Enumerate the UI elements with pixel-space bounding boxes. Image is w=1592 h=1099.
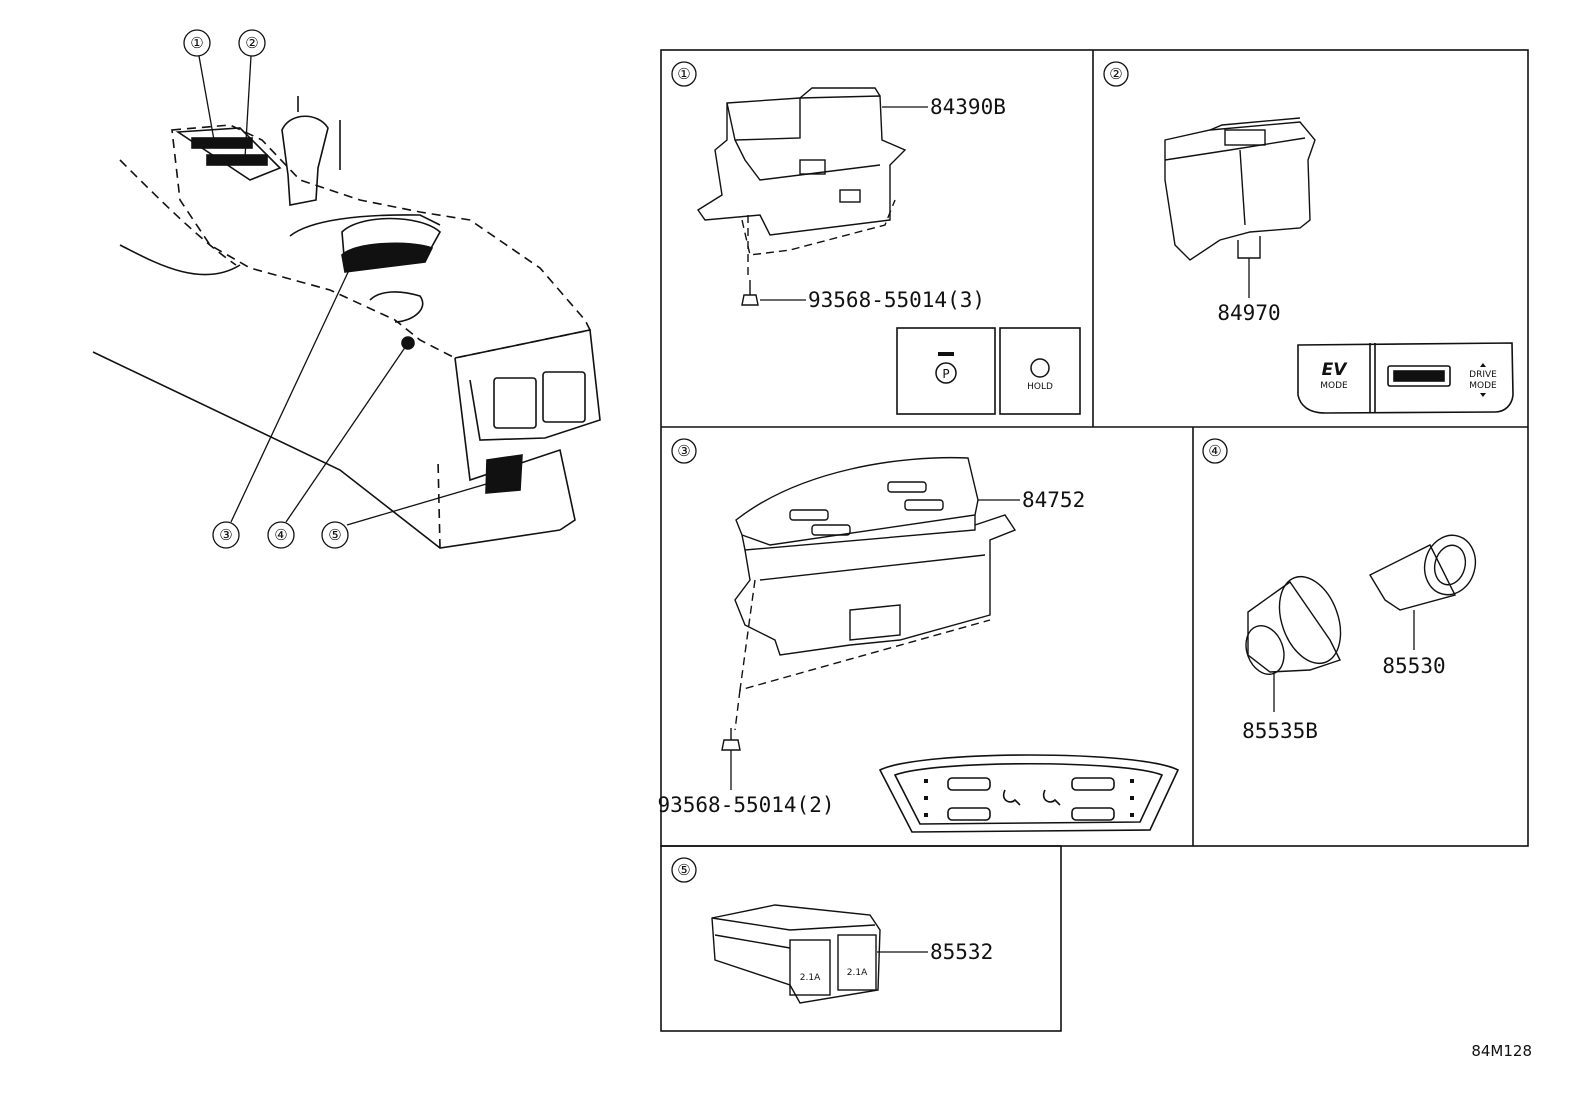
panel-4: ④ 85535B 85530 <box>1202 438 1477 743</box>
usb-port-label-2: 2.1A <box>847 968 868 978</box>
drive-mode-bezel-inset <box>1297 342 1514 414</box>
hold-button-inset <box>999 327 1081 415</box>
part-84970: 84970 <box>1217 301 1280 325</box>
hold-label: HOLD <box>1027 382 1053 392</box>
power-outlet-drawing <box>1245 575 1342 675</box>
panel-3-number: ③ <box>677 442 690 460</box>
callout-circle-4 <box>267 521 295 549</box>
hold-icon <box>1030 358 1050 378</box>
callout-label-2: ② <box>245 34 258 52</box>
callout-circle-5 <box>321 521 349 549</box>
callout-circle-3 <box>212 521 240 549</box>
callout-label-3: ③ <box>219 526 232 544</box>
part-85532: 85532 <box>930 940 993 964</box>
screw-icon <box>721 728 741 751</box>
panel-frames <box>660 49 1529 1032</box>
parking-brake-button-inset <box>896 327 996 415</box>
callout-circle-2 <box>238 29 266 57</box>
usb-socket-drawing <box>1369 534 1477 611</box>
screw-icon <box>741 280 759 306</box>
panel-1: ① 84390B 93568-55014(3) P HOLD <box>671 61 1081 415</box>
usb-charger-drawing <box>711 904 881 1004</box>
part-93568-55014-3: 93568-55014(3) <box>808 288 985 312</box>
console-overview <box>92 96 601 549</box>
panel-2: ② 84970 EV MODE DRIVE MODE <box>1103 61 1514 414</box>
drive-label: DRIVE <box>1469 370 1497 380</box>
callout-circle-1 <box>183 29 211 57</box>
part-84390B: 84390B <box>930 95 1006 119</box>
panel-2-number: ② <box>1109 65 1122 83</box>
part-84752: 84752 <box>1022 488 1085 512</box>
callout-label-1: ① <box>190 34 203 52</box>
seat-heater-icon <box>1002 789 1021 806</box>
usb-port-label-1: 2.1A <box>800 973 821 983</box>
svg-text:P: P <box>942 367 949 381</box>
overview-callouts: ① ② ③ ④ ⑤ <box>183 29 501 549</box>
drive-mode-label: MODE <box>1469 381 1497 391</box>
down-arrow-icon <box>1480 393 1486 397</box>
callout-label-5: ⑤ <box>328 526 341 544</box>
panel-5-number: ⑤ <box>677 861 690 879</box>
panel-4-number: ④ <box>1208 442 1221 460</box>
part-93568-55014-2: 93568-55014(2) <box>657 793 834 817</box>
panel-5: ⑤ 2.1A 2.1A 85532 <box>671 857 993 1004</box>
callout-label-4: ④ <box>274 526 287 544</box>
seat-heater-switch-drawing <box>734 456 1017 731</box>
ev-mode-label: MODE <box>1320 381 1348 391</box>
seat-heater-bezel-inset <box>878 754 1180 833</box>
ev-label: EV <box>1322 360 1349 380</box>
parking-brake-switch-drawing <box>697 87 907 280</box>
part-85535B: 85535B <box>1242 719 1318 743</box>
seat-heater-icon <box>1042 789 1061 806</box>
up-arrow-icon <box>1480 363 1486 367</box>
part-85530: 85530 <box>1382 654 1445 678</box>
drive-mode-switch-drawing <box>1164 117 1316 261</box>
panel-1-number: ① <box>677 65 690 83</box>
diagram-code: 84M128 <box>1471 1042 1532 1060</box>
panel-3: ③ 84752 93568-55014(2) <box>657 438 1180 833</box>
parking-p-icon <box>935 362 957 384</box>
